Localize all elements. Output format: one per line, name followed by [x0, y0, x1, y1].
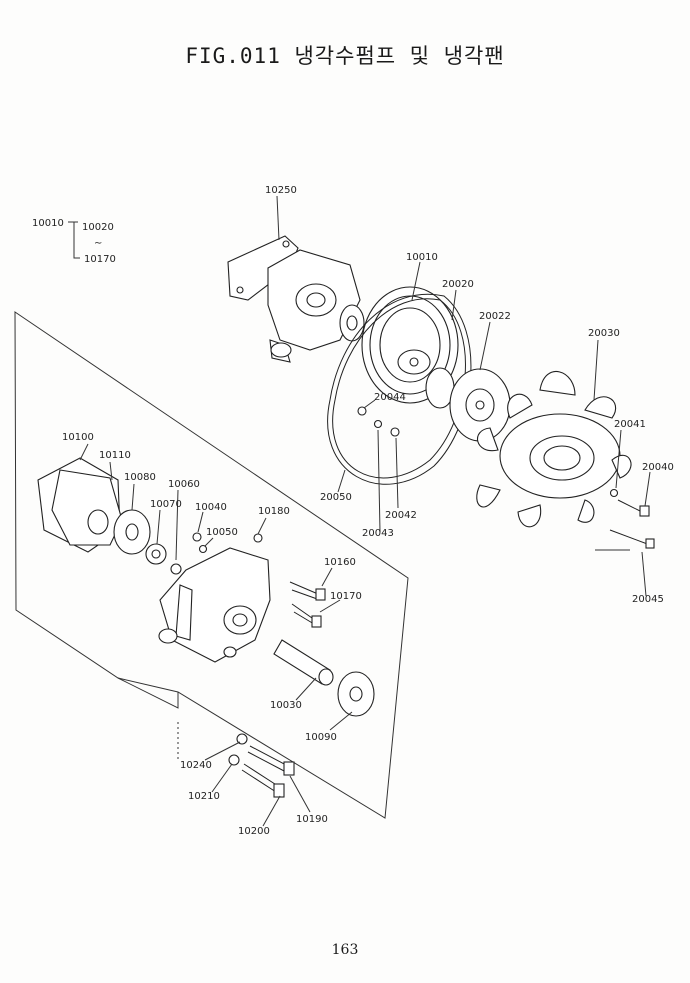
washers-20044-20042 [357, 406, 400, 437]
impeller-10080 [113, 509, 151, 555]
note-last: 10170 [84, 254, 116, 265]
seal-10070 [145, 543, 182, 575]
shaft-bearing-10030 [273, 639, 334, 686]
part-labels: 10250 10010 20020 20022 20030 20044 2004… [62, 185, 674, 837]
label-10050: 10050 [206, 527, 238, 538]
spacer-20022 [425, 367, 511, 442]
small-fittings [192, 532, 263, 554]
label-10080: 10080 [124, 472, 156, 483]
label-10060: 10060 [168, 479, 200, 490]
label-10250: 10250 [265, 185, 297, 196]
label-20020: 20020 [442, 279, 474, 290]
label-10090: 10090 [305, 732, 337, 743]
pump-housing-10010 [267, 249, 365, 363]
label-20050: 20050 [320, 492, 352, 503]
leader-lines [79, 195, 651, 827]
label-20022: 20022 [479, 311, 511, 322]
figure-title: FIG.011 냉각수펌프 및 냉각팬 [185, 44, 505, 68]
label-10190: 10190 [296, 814, 328, 825]
bolts-10160-10170 [289, 581, 326, 628]
cooling-fan-20030 [476, 371, 632, 528]
label-10100: 10100 [62, 432, 94, 443]
note-bracket [68, 221, 80, 259]
label-10110: 10110 [99, 450, 131, 461]
label-10180: 10180 [258, 506, 290, 517]
note-parent: 10010 [32, 218, 64, 229]
pump-cover-10100 [37, 457, 123, 553]
label-10210: 10210 [188, 791, 220, 802]
label-20044: 20044 [374, 392, 406, 403]
label-10170: 10170 [330, 591, 362, 602]
label-20045: 20045 [632, 594, 664, 605]
hub-10090 [337, 671, 375, 717]
label-20030: 20030 [588, 328, 620, 339]
pump-body-10020 [158, 547, 271, 663]
label-10240: 10240 [180, 760, 212, 771]
label-20041: 20041 [614, 419, 646, 430]
label-10010: 10010 [406, 252, 438, 263]
note-first: 10020 [82, 222, 114, 233]
assembly-range-note: 10010 10020 ∼ 10170 [32, 218, 116, 265]
label-10040: 10040 [195, 502, 227, 513]
label-20040: 20040 [642, 462, 674, 473]
label-10200: 10200 [238, 826, 270, 837]
mount-bolts [228, 733, 295, 798]
label-20042: 20042 [385, 510, 417, 521]
label-10030: 10030 [270, 700, 302, 711]
page-number: 163 [331, 942, 359, 958]
note-sep: ∼ [94, 238, 102, 249]
label-10160: 10160 [324, 557, 356, 568]
fan-bolts [609, 488, 655, 549]
label-20043: 20043 [362, 528, 394, 539]
label-10070: 10070 [150, 499, 182, 510]
